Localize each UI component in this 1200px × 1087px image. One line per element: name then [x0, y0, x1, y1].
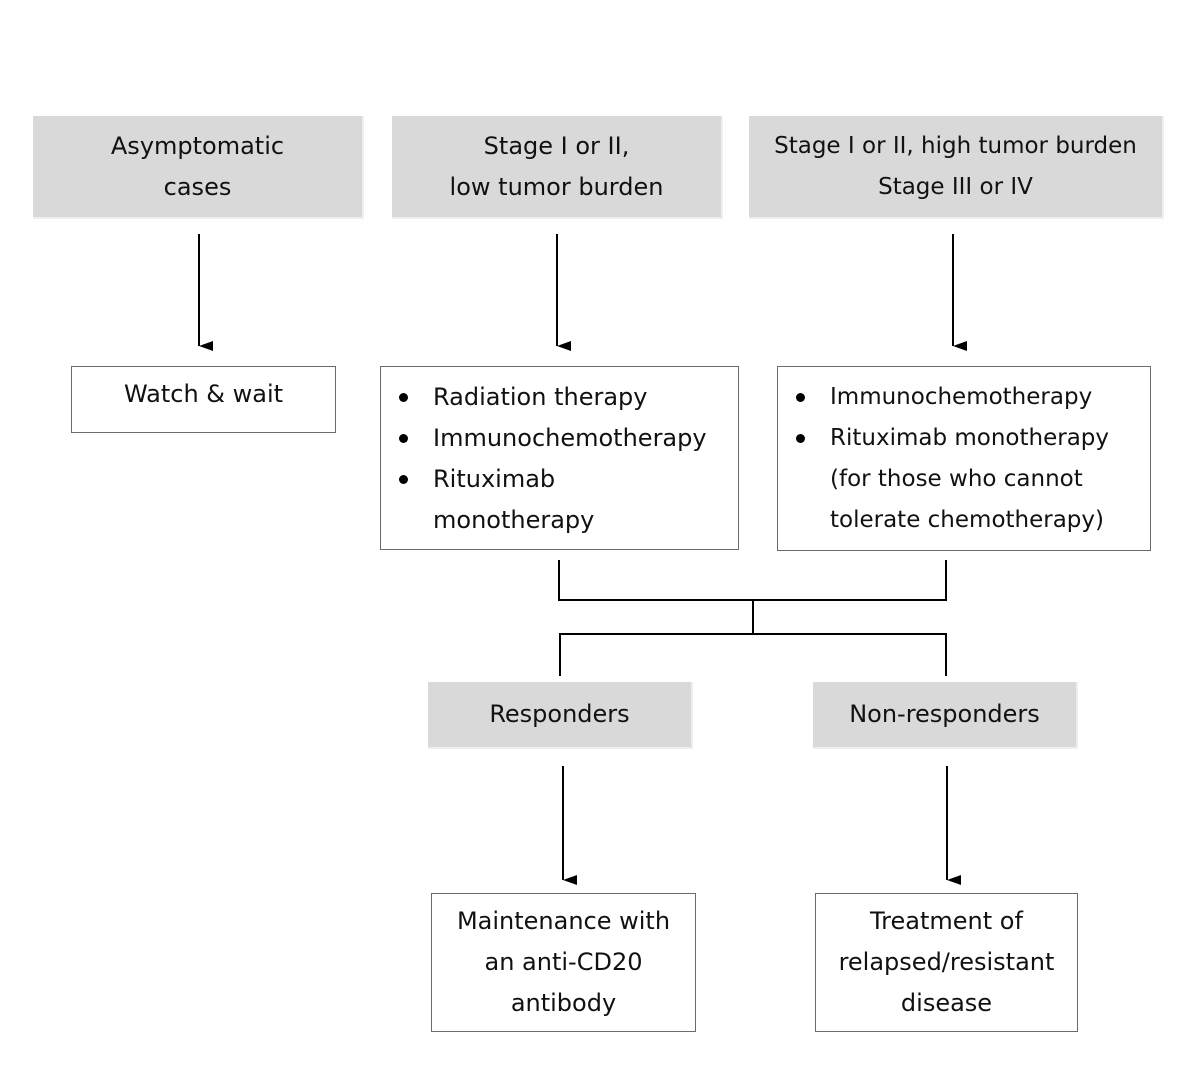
- high-burden-options-box: Immunochemotherapy Rituximab monotherapy…: [777, 366, 1151, 551]
- stage-high-burden-line-1: Stage I or II, high tumor burden: [774, 132, 1137, 159]
- stage-low-burden-line-2: low tumor burden: [449, 172, 664, 201]
- responders-label: Responders: [489, 700, 630, 728]
- option-immunochemotherapy: Immunochemotherapy: [778, 377, 1142, 418]
- stage-low-burden-box: Stage I or II, low tumor burden: [392, 116, 723, 219]
- stage-high-burden-line-2: Stage III or IV: [878, 173, 1033, 200]
- maintenance-box: Maintenance with an anti-CD20 antibody: [431, 893, 696, 1032]
- stage-high-burden-box: Stage I or II, high tumor burden Stage I…: [749, 116, 1164, 219]
- stage-asymptomatic-box: Asymptomatic cases: [33, 116, 364, 219]
- maintenance-line-2: an anti-CD20: [484, 948, 643, 976]
- relapsed-line-1: Treatment of: [870, 907, 1023, 935]
- low-burden-options-box: Radiation therapy Immunochemotherapy Rit…: [380, 366, 739, 550]
- relapsed-box: Treatment of relapsed/resistant disease: [815, 893, 1078, 1032]
- merge-connector: [558, 560, 947, 601]
- split-connector: [559, 633, 947, 676]
- non-responders-box: Non-responders: [813, 682, 1078, 749]
- option-immunochemotherapy: Immunochemotherapy: [381, 418, 730, 459]
- option-radiation-therapy: Radiation therapy: [381, 377, 730, 418]
- watch-wait-label: Watch & wait: [123, 380, 284, 408]
- maintenance-line-3: antibody: [510, 989, 617, 1017]
- relapsed-line-2: relapsed/resistant: [838, 948, 1055, 976]
- low-burden-options-list: Radiation therapy Immunochemotherapy Rit…: [381, 377, 730, 541]
- responders-box: Responders: [428, 682, 693, 749]
- stage-asymptomatic-line-2: cases: [163, 172, 232, 201]
- option-rituximab-monotherapy: Rituximab monotherapy: [381, 459, 594, 541]
- stage-low-burden-line-1: Stage I or II,: [483, 131, 630, 160]
- maintenance-line-1: Maintenance with: [456, 907, 671, 935]
- stage-asymptomatic-line-1: Asymptomatic: [110, 131, 285, 160]
- watch-wait-box: Watch & wait: [71, 366, 336, 433]
- option-rituximab-monotherapy-intolerant: Rituximab monotherapy (for those who can…: [778, 418, 1142, 541]
- relapsed-line-3: disease: [900, 989, 993, 1017]
- high-burden-options-list: Immunochemotherapy Rituximab monotherapy…: [778, 377, 1142, 541]
- non-responders-label: Non-responders: [849, 700, 1040, 728]
